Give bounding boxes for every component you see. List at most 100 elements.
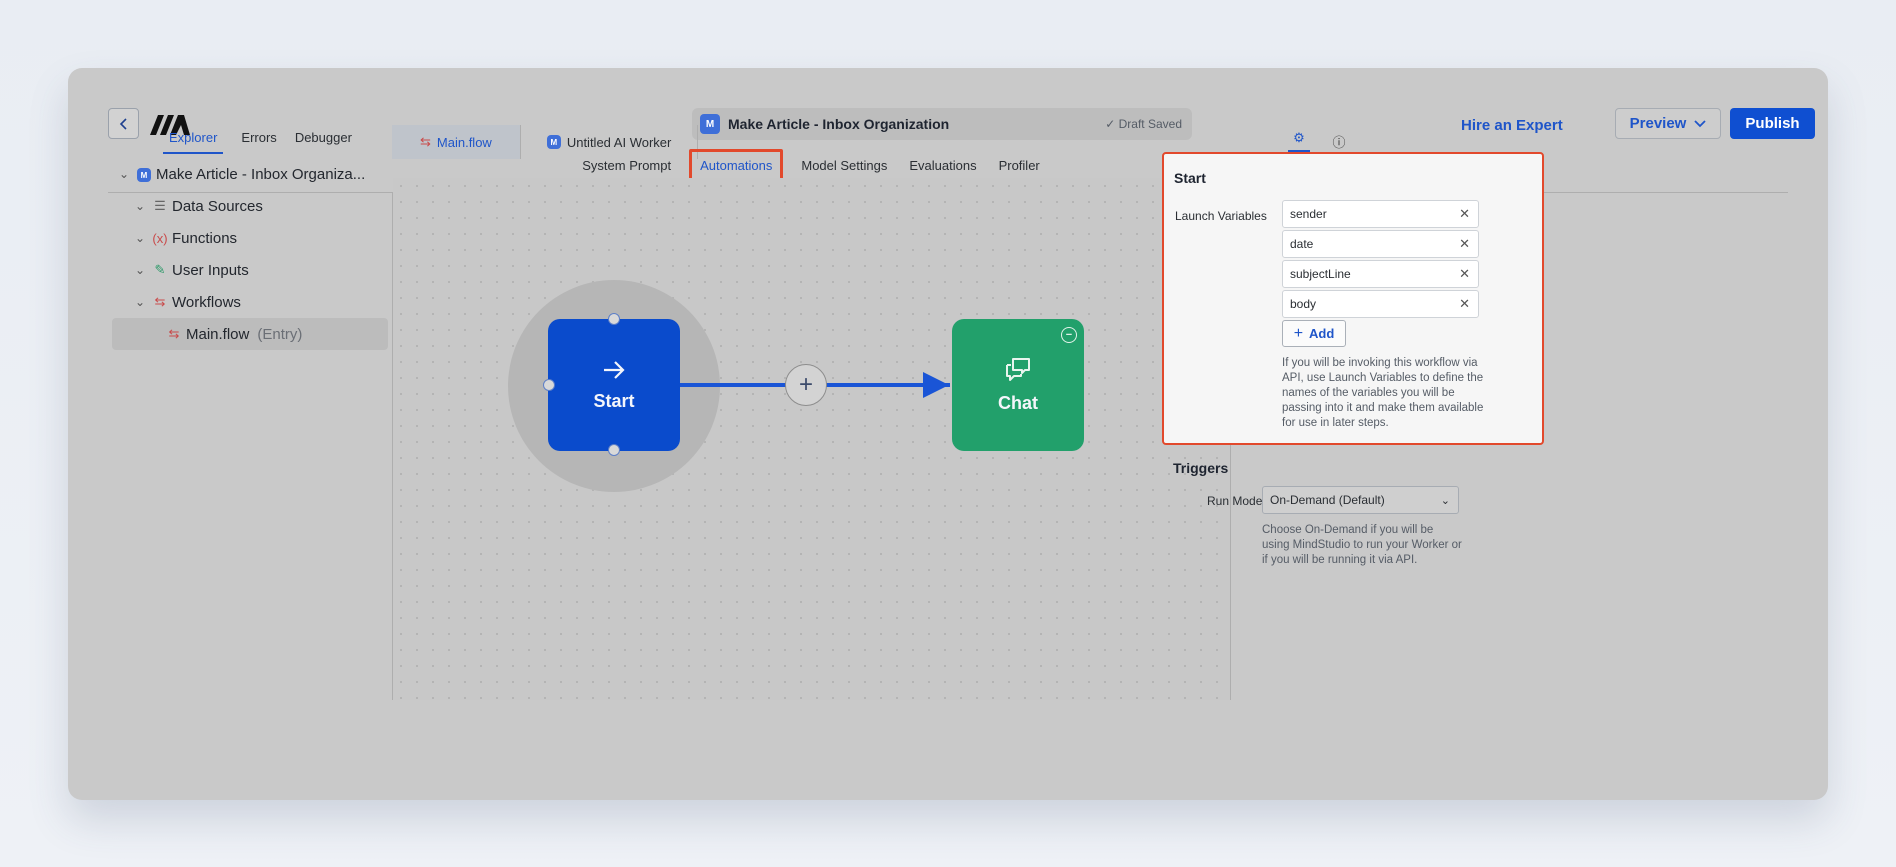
chat-icon [1006,357,1030,381]
right-panel-tabs: ⚙ ⓘ [1288,130,1350,152]
start-panel-title: Start [1174,170,1206,186]
workflow-icon: ⇆ [168,326,180,341]
help-icon[interactable]: ⓘ [1332,134,1346,150]
close-icon[interactable]: ✕ [1459,266,1470,281]
run-mode-label: Run Mode [1207,494,1263,508]
start-settings-panel: Start Launch Variables sender ✕ date ✕ s… [1162,152,1544,445]
document-title: Make Article - Inbox Organization [728,116,950,132]
hire-expert-link[interactable]: Hire an Expert [1461,117,1563,134]
preview-label: Preview [1629,115,1687,132]
tree-root[interactable]: ⌄ M Make Article - Inbox Organiza... [108,158,392,190]
variable-name: subjectLine [1290,267,1351,281]
preview-button[interactable]: Preview [1615,108,1721,139]
triggers-title: Triggers [1173,460,1229,476]
settings-gear-icon[interactable]: ⚙ [1288,130,1310,152]
tree-item-label: Workflows [172,293,241,311]
tab-model-settings[interactable]: Model Settings [801,157,888,173]
tab-errors[interactable]: Errors [241,130,277,145]
launch-variables-help: If you will be invoking this workflow vi… [1282,357,1484,429]
variable-name: body [1290,297,1317,311]
close-icon[interactable]: ✕ [1459,206,1470,221]
file-tab-label: Untitled AI Worker [566,134,672,150]
app-window: M Make Article - Inbox Organization ✓ Dr… [68,68,1828,800]
check-icon: ✓ [1105,117,1116,131]
plus-icon: + [1293,324,1304,342]
tree-item-functions[interactable]: ⌄ (x) Functions [108,222,392,254]
add-step-button[interactable]: + [785,364,827,406]
file-tab-main-flow[interactable]: ⇆ Main.flow [392,125,521,159]
chat-node[interactable]: − Chat [952,319,1084,451]
entry-tag: (Entry) [257,325,303,343]
function-icon: (x) [152,230,168,246]
connector-arrowhead [923,372,949,398]
tab-system-prompt[interactable]: System Prompt [582,157,672,173]
launch-variable-field[interactable]: date ✕ [1282,230,1479,258]
app-icon: M [137,168,151,183]
chevron-down-icon: ⌄ [134,263,146,277]
document-title-bar: M Make Article - Inbox Organization ✓ Dr… [692,108,1192,140]
left-panel-divider [392,192,393,700]
chevron-left-icon [119,117,127,130]
add-variable-button[interactable]: + Add [1282,320,1346,347]
edit-icon: ✎ [154,262,166,277]
tree-item-data-sources[interactable]: ⌄ ☰ Data Sources [108,190,392,222]
run-mode-select[interactable]: On-Demand (Default) ⌄ [1262,486,1459,514]
minus-icon: − [1065,329,1073,341]
tree-item-workflows[interactable]: ⌄ ⇆ Workflows [108,286,392,318]
launch-variable-field[interactable]: sender ✕ [1282,200,1479,228]
variable-name: date [1290,237,1314,251]
explorer-tree: ⌄ M Make Article - Inbox Organiza... ⌄ ☰… [108,158,392,350]
tab-profiler[interactable]: Profiler [998,157,1040,173]
run-mode-value: On-Demand (Default) [1270,493,1385,507]
tree-item-label: Main.flow [186,325,250,343]
workflow-canvas[interactable]: Start + − Chat [393,178,1230,700]
draft-status: ✓ Draft Saved [1105,117,1182,131]
start-node[interactable]: Start [548,319,680,451]
launch-variables-label: Launch Variables [1175,209,1267,223]
close-icon[interactable]: ✕ [1459,296,1470,311]
chevron-down-icon: ⌄ [134,295,146,309]
tree-item-label: Data Sources [172,197,263,215]
draft-status-label: Draft Saved [1118,117,1182,131]
node-handle-top[interactable] [608,313,620,325]
tree-item-main-flow[interactable]: ⇆ Main.flow (Entry) [112,318,388,350]
chevron-down-icon: ⌄ [118,167,130,181]
editor-sub-tabs: System Prompt Automations Model Settings… [392,148,1230,182]
tab-automations[interactable]: Automations [689,148,784,182]
launch-variable-field[interactable]: body ✕ [1282,290,1479,318]
top-bar: M Make Article - Inbox Organization ✓ Dr… [108,108,1815,152]
launch-variable-field[interactable]: subjectLine ✕ [1282,260,1479,288]
variable-name: sender [1290,207,1327,221]
tree-item-user-inputs[interactable]: ⌄ ✎ User Inputs [108,254,392,286]
mindstudio-logo[interactable] [148,111,192,137]
left-panel-tabs: Explorer Errors Debugger [163,130,352,154]
workflow-icon: ⇆ [420,134,431,149]
chevron-down-icon: ⌄ [134,199,146,213]
publish-button[interactable]: Publish [1730,108,1815,139]
chat-node-label: Chat [998,392,1038,413]
file-tab-label: Main.flow [436,134,492,150]
run-mode-help: Choose On-Demand if you will be using Mi… [1262,524,1462,566]
app-icon: M [546,135,561,149]
tree-root-label: Make Article - Inbox Organiza... [156,165,366,183]
remove-node-button[interactable]: − [1061,327,1077,343]
file-tabs: ⇆ Main.flow M Untitled AI Worker [392,125,699,159]
workflow-icon: ⇆ [154,294,166,309]
back-button[interactable] [108,108,139,139]
tab-explorer[interactable]: Explorer [163,130,224,154]
node-handle-bottom[interactable] [608,444,620,456]
chevron-down-icon [1694,119,1706,127]
database-icon: ☰ [154,198,166,213]
arrow-right-icon [604,360,625,379]
right-panel-divider [1230,192,1231,700]
chevron-down-icon: ⌄ [1440,494,1450,507]
tab-debugger[interactable]: Debugger [294,130,352,145]
tree-item-label: Functions [172,229,238,247]
node-handle-left[interactable] [543,379,555,391]
tab-evaluations[interactable]: Evaluations [909,157,977,173]
close-icon[interactable]: ✕ [1459,236,1470,251]
file-tab-ai-worker[interactable]: M Untitled AI Worker [521,125,699,159]
tree-item-label: User Inputs [172,261,249,279]
chevron-down-icon: ⌄ [134,231,146,245]
start-node-label: Start [593,390,635,411]
